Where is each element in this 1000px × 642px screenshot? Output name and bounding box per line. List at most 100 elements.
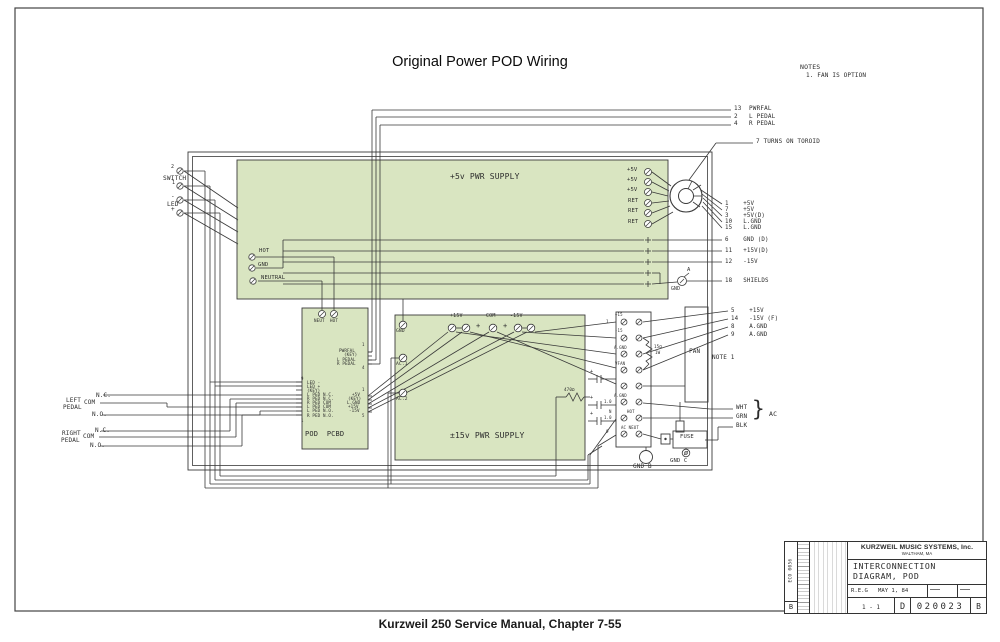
pod-pin: L PED N.C. [307,391,334,397]
left-pedal-label: PEDAL [63,404,82,411]
wire-color-wht: WHT [736,404,748,411]
wire [534,321,617,333]
terminal-slash [636,415,642,421]
wire [642,337,650,343]
notes-heading: NOTES [800,63,821,71]
approval-cell [958,585,987,597]
pod-pin: L PEDAL [337,356,356,362]
terminal-slash [515,325,521,331]
resistor-value: 1W [655,350,661,355]
wire [700,189,723,205]
pod-pin-num: 4 [362,365,365,370]
pedal-no: N.O. [90,441,106,449]
wire [642,402,711,410]
terminal-slash [400,390,406,396]
terminal-slash [621,335,627,341]
strip-pin: -15 [615,328,623,333]
conn-pin: 8 A.GND [731,324,768,330]
size-cell: D [895,598,911,613]
pod-pin: R PED N.O. [307,412,334,418]
conn-pin: 5 +15V [731,308,764,314]
title-block-main: KURZWEIL MUSIC SYSTEMS, Inc. WALTHAM, MA… [848,542,986,613]
pod-pin: +15V [348,403,359,409]
terminal-slash [636,319,642,325]
strip-pin: +15 [615,312,623,317]
terminal-slash [645,221,651,227]
pod-title: POD PCBD [305,430,345,438]
wire [642,318,729,339]
strip-pin: VFAN [615,360,626,366]
terminal-slash [528,325,534,331]
lug-dot [664,437,667,441]
pod-pin-num: 9 [301,376,304,381]
terminal-slash [621,399,627,405]
terminals [176,167,691,464]
rev-cell: B [976,602,981,611]
terminal-slash [177,210,183,216]
wire [367,331,463,401]
left-pedal-label: LEFT [66,397,82,404]
conn-pin: 18 SHIELDS [725,278,769,284]
company-name: KURZWEIL MUSIC SYSTEMS, Inc. [860,544,974,551]
wire [183,170,239,209]
terminal-slash [679,278,685,284]
cap-plus: + [590,369,594,375]
strip-pin: HOT [627,408,635,414]
wire [651,200,670,204]
terminal-slash [621,319,627,325]
terminal-slash [177,197,183,203]
toroid [669,179,703,213]
engineer: R.E.G [851,588,868,594]
approvals-row: R.E.G MAY 1, 84 [848,585,986,598]
pedal-nc: N.C. [96,391,112,399]
strip-pin-num: 9 [606,429,609,434]
pin-2-l-pedal: 2 L PEDAL [734,112,776,120]
pod-neut: NEUT [314,318,325,323]
pod-pin: LED + [307,383,321,389]
supply5-pin: +5V [627,177,638,183]
ac-brace: } [752,397,765,421]
doc-title-row: INTERCONNECTION DIAGRAM, POD [848,560,986,585]
fan-box [684,306,709,403]
supply15-pin: -15V [510,313,523,319]
eco-number: ECO 0056 [788,558,794,583]
enclosure-outer [187,151,713,471]
right-pedal-label: RIGHT [62,430,81,437]
terminal-slash [636,335,642,341]
terminal-slash [449,325,455,331]
resistor-470ohm [565,392,585,402]
pod-pin: R PEDAL [337,360,356,366]
a-gnd-label: GND [671,287,681,292]
pedal-com: COM [84,398,96,406]
wire [367,331,515,409]
pod-pin: R PED COM [307,400,332,405]
terminal-slash [331,311,337,317]
led-minus: - [171,193,175,200]
wire [688,142,717,181]
terminal-slash [645,189,651,195]
pod-hot: HOT [330,318,339,323]
conn-pin: 3 +5V(D) [725,213,766,219]
wire [701,205,723,229]
conn-pin: 14 -15V (F) [731,316,779,322]
wire-color-grn: GRN [736,413,748,420]
strip-pin: N [609,409,612,414]
pod-pin: -15V [349,407,360,413]
switch-pin-1: 1 [172,180,176,186]
wire [651,171,672,187]
supply15-pin: +15V [450,313,463,319]
strip-pin: AC NEUT [621,425,639,430]
title-block: ECO 0056 B KURZWEIL MUSIC SYSTEMS, Inc. … [784,541,987,614]
terminal-slash [636,351,642,357]
pedal-no: N.O. [92,410,108,418]
led-label: LED [167,201,179,208]
wire-color-blk: BLK [736,422,748,429]
right-pedal-label: PEDAL [61,437,80,444]
conn-pin: 6 GND (D) [725,237,769,243]
terminal-slash [645,179,651,185]
supply15-plus: + [503,322,508,330]
drawing-number-row: 1 - 1 D 020023 B [848,598,986,613]
neutral-label: NEUTRAL [261,275,286,281]
supply15-gnd: GND [396,329,405,334]
